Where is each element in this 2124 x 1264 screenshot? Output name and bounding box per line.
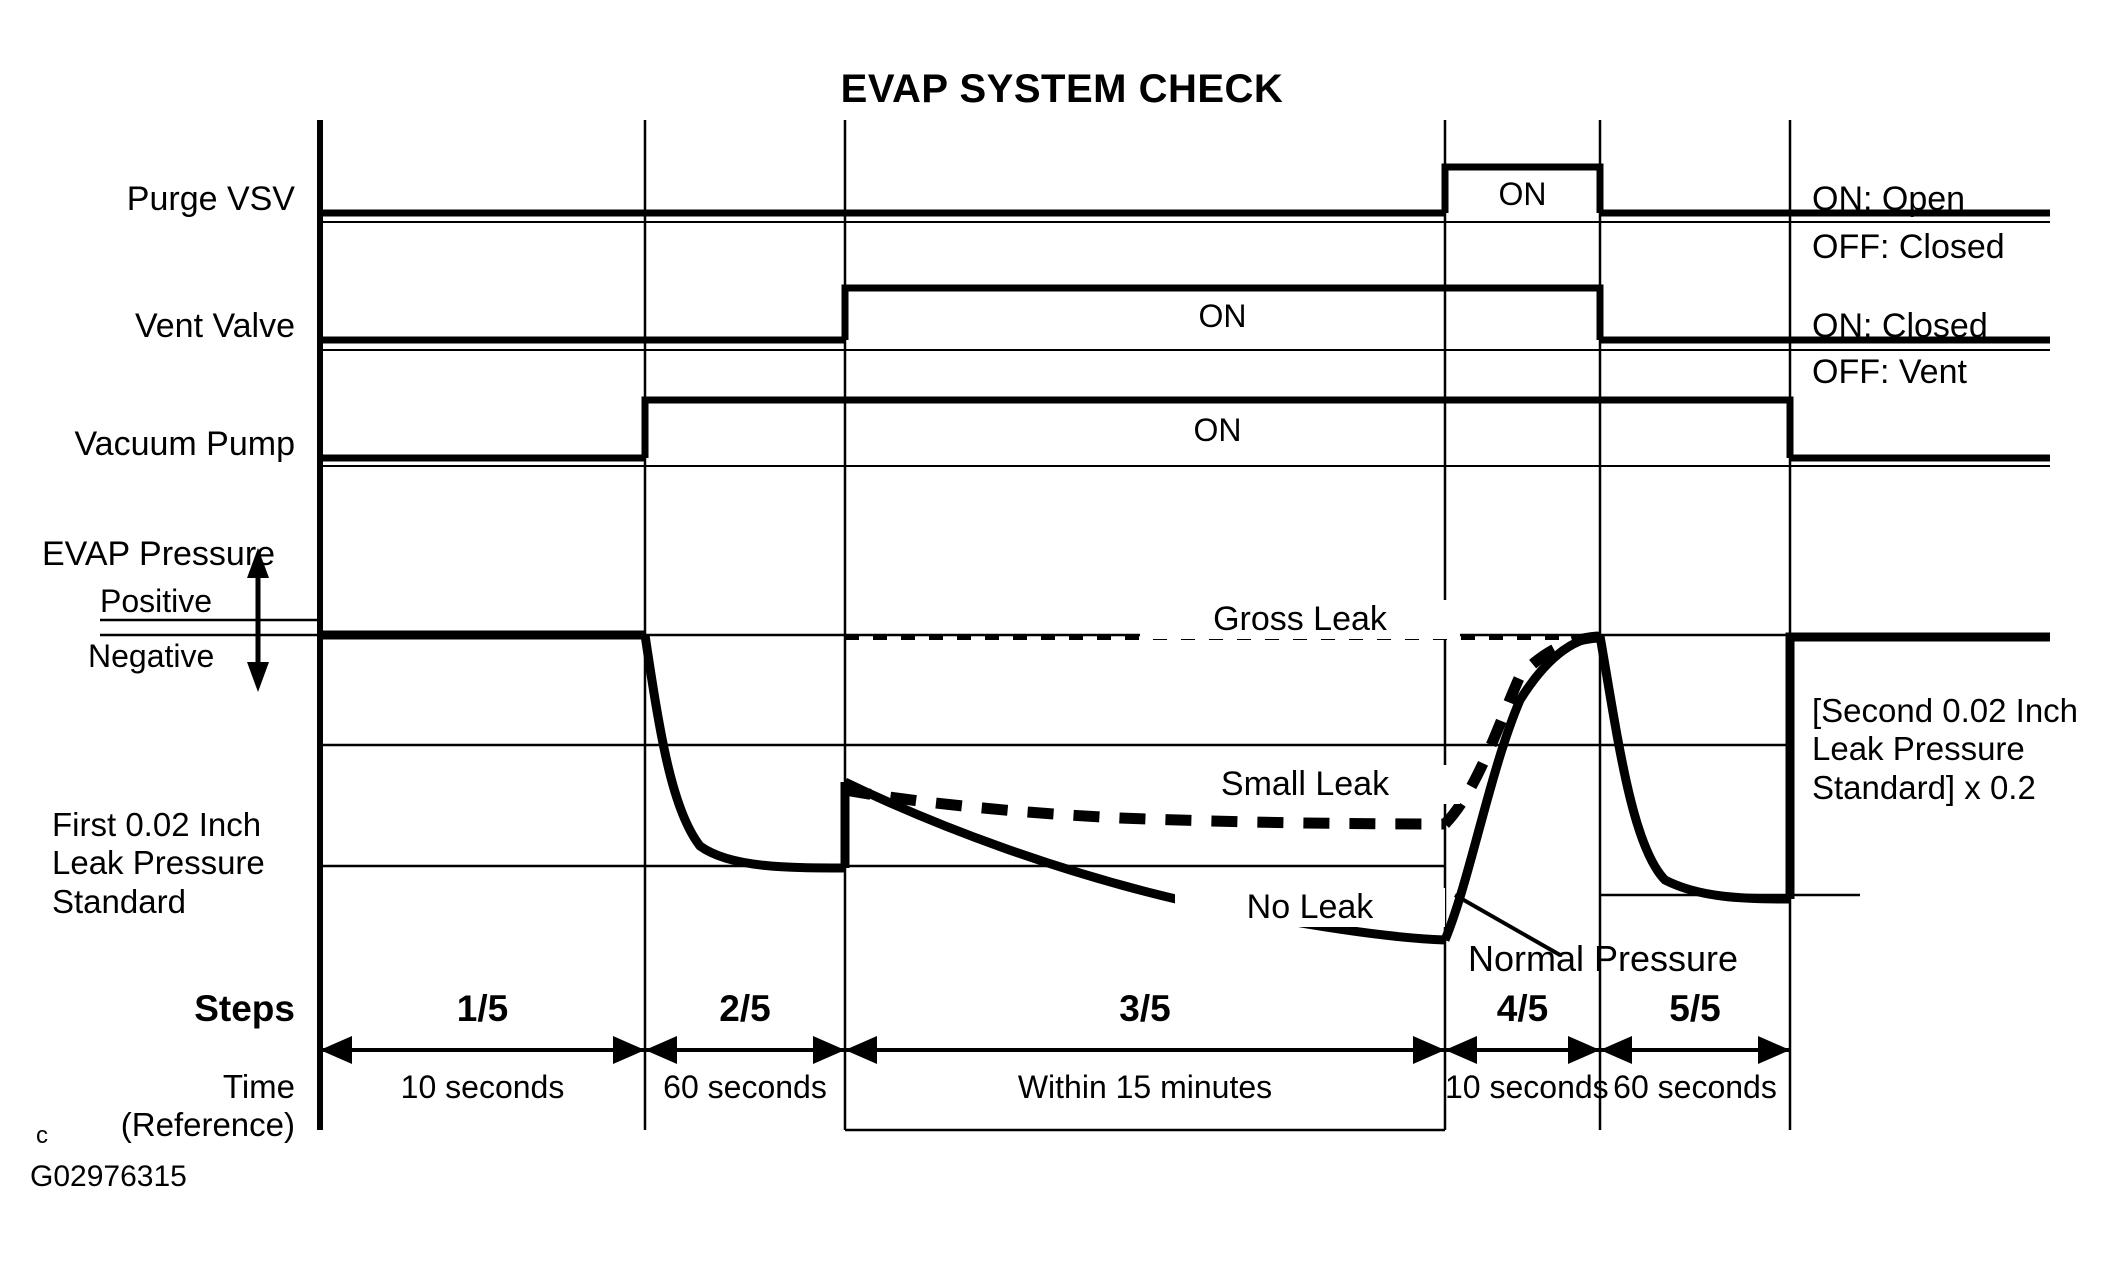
footer-mark: c [36,1122,48,1149]
step-label-4: 4/5 [1496,988,1549,1029]
time-label-2: 60 seconds [663,1069,827,1105]
curve-no-leak-step2 [640,634,846,873]
row-label-evap-pressure: EVAP Pressure [42,535,276,573]
row-label-vacuum-pump: Vacuum Pump [74,425,295,463]
annotation-small-leak: Small Leak [1150,765,1460,805]
vacuum-pump-on-label: ON [1193,412,1242,448]
positive-arrowhead-icon [247,548,269,578]
label-positive: Positive [100,583,213,619]
curve-no-leak-end [1785,632,2050,899]
row-label-purge-vsv: Purge VSV [126,180,295,218]
time-label-3: Within 15 minutes [1017,1069,1273,1105]
label-time-reference: Time(Reference) [120,1068,295,1144]
step-label-2: 2/5 [719,988,771,1029]
annotation-no-leak: No Leak [1175,888,1445,928]
right-label-purge-off: OFF: Closed [1812,228,2005,266]
step-label-1: 1/5 [456,988,509,1029]
curve-no-leak-step4-rise [1440,631,1601,942]
step-label-3: 3/5 [1119,988,1171,1029]
footer-code: G02976315 [30,1160,187,1193]
curve-small-leak [844,784,1446,830]
label-steps: Steps [194,988,295,1029]
time-label-1: 10 seconds [400,1069,565,1105]
page-title: EVAP SYSTEM CHECK [840,67,1284,111]
curve-small-leak-recovery [1440,631,1599,828]
annotation-gross-leak: Gross Leak [1140,600,1460,640]
normal-pressure-leader-line [1454,893,1561,957]
purge-vsv-on-label: ON [1498,176,1547,212]
vent-valve-on-label: ON [1198,298,1247,334]
negative-arrowhead-icon [247,662,269,692]
right-label-purge-on: ON: Open [1812,180,1966,218]
time-label-5: 60 seconds [1613,1069,1777,1105]
right-label-vent-off: OFF: Vent [1812,353,1967,391]
steps-dimension-ruler [320,1036,1790,1064]
time-label-4: 10 seconds [1445,1069,1609,1105]
step-label-5: 5/5 [1669,988,1721,1029]
curve-no-leak-step5-decay [1595,635,1791,904]
row-label-vent-valve: Vent Valve [134,307,295,345]
annotation-normal-pressure: Normal Pressure [1468,938,1739,979]
label-negative: Negative [88,638,215,674]
right-label-vent-on: ON: Closed [1812,307,1988,345]
